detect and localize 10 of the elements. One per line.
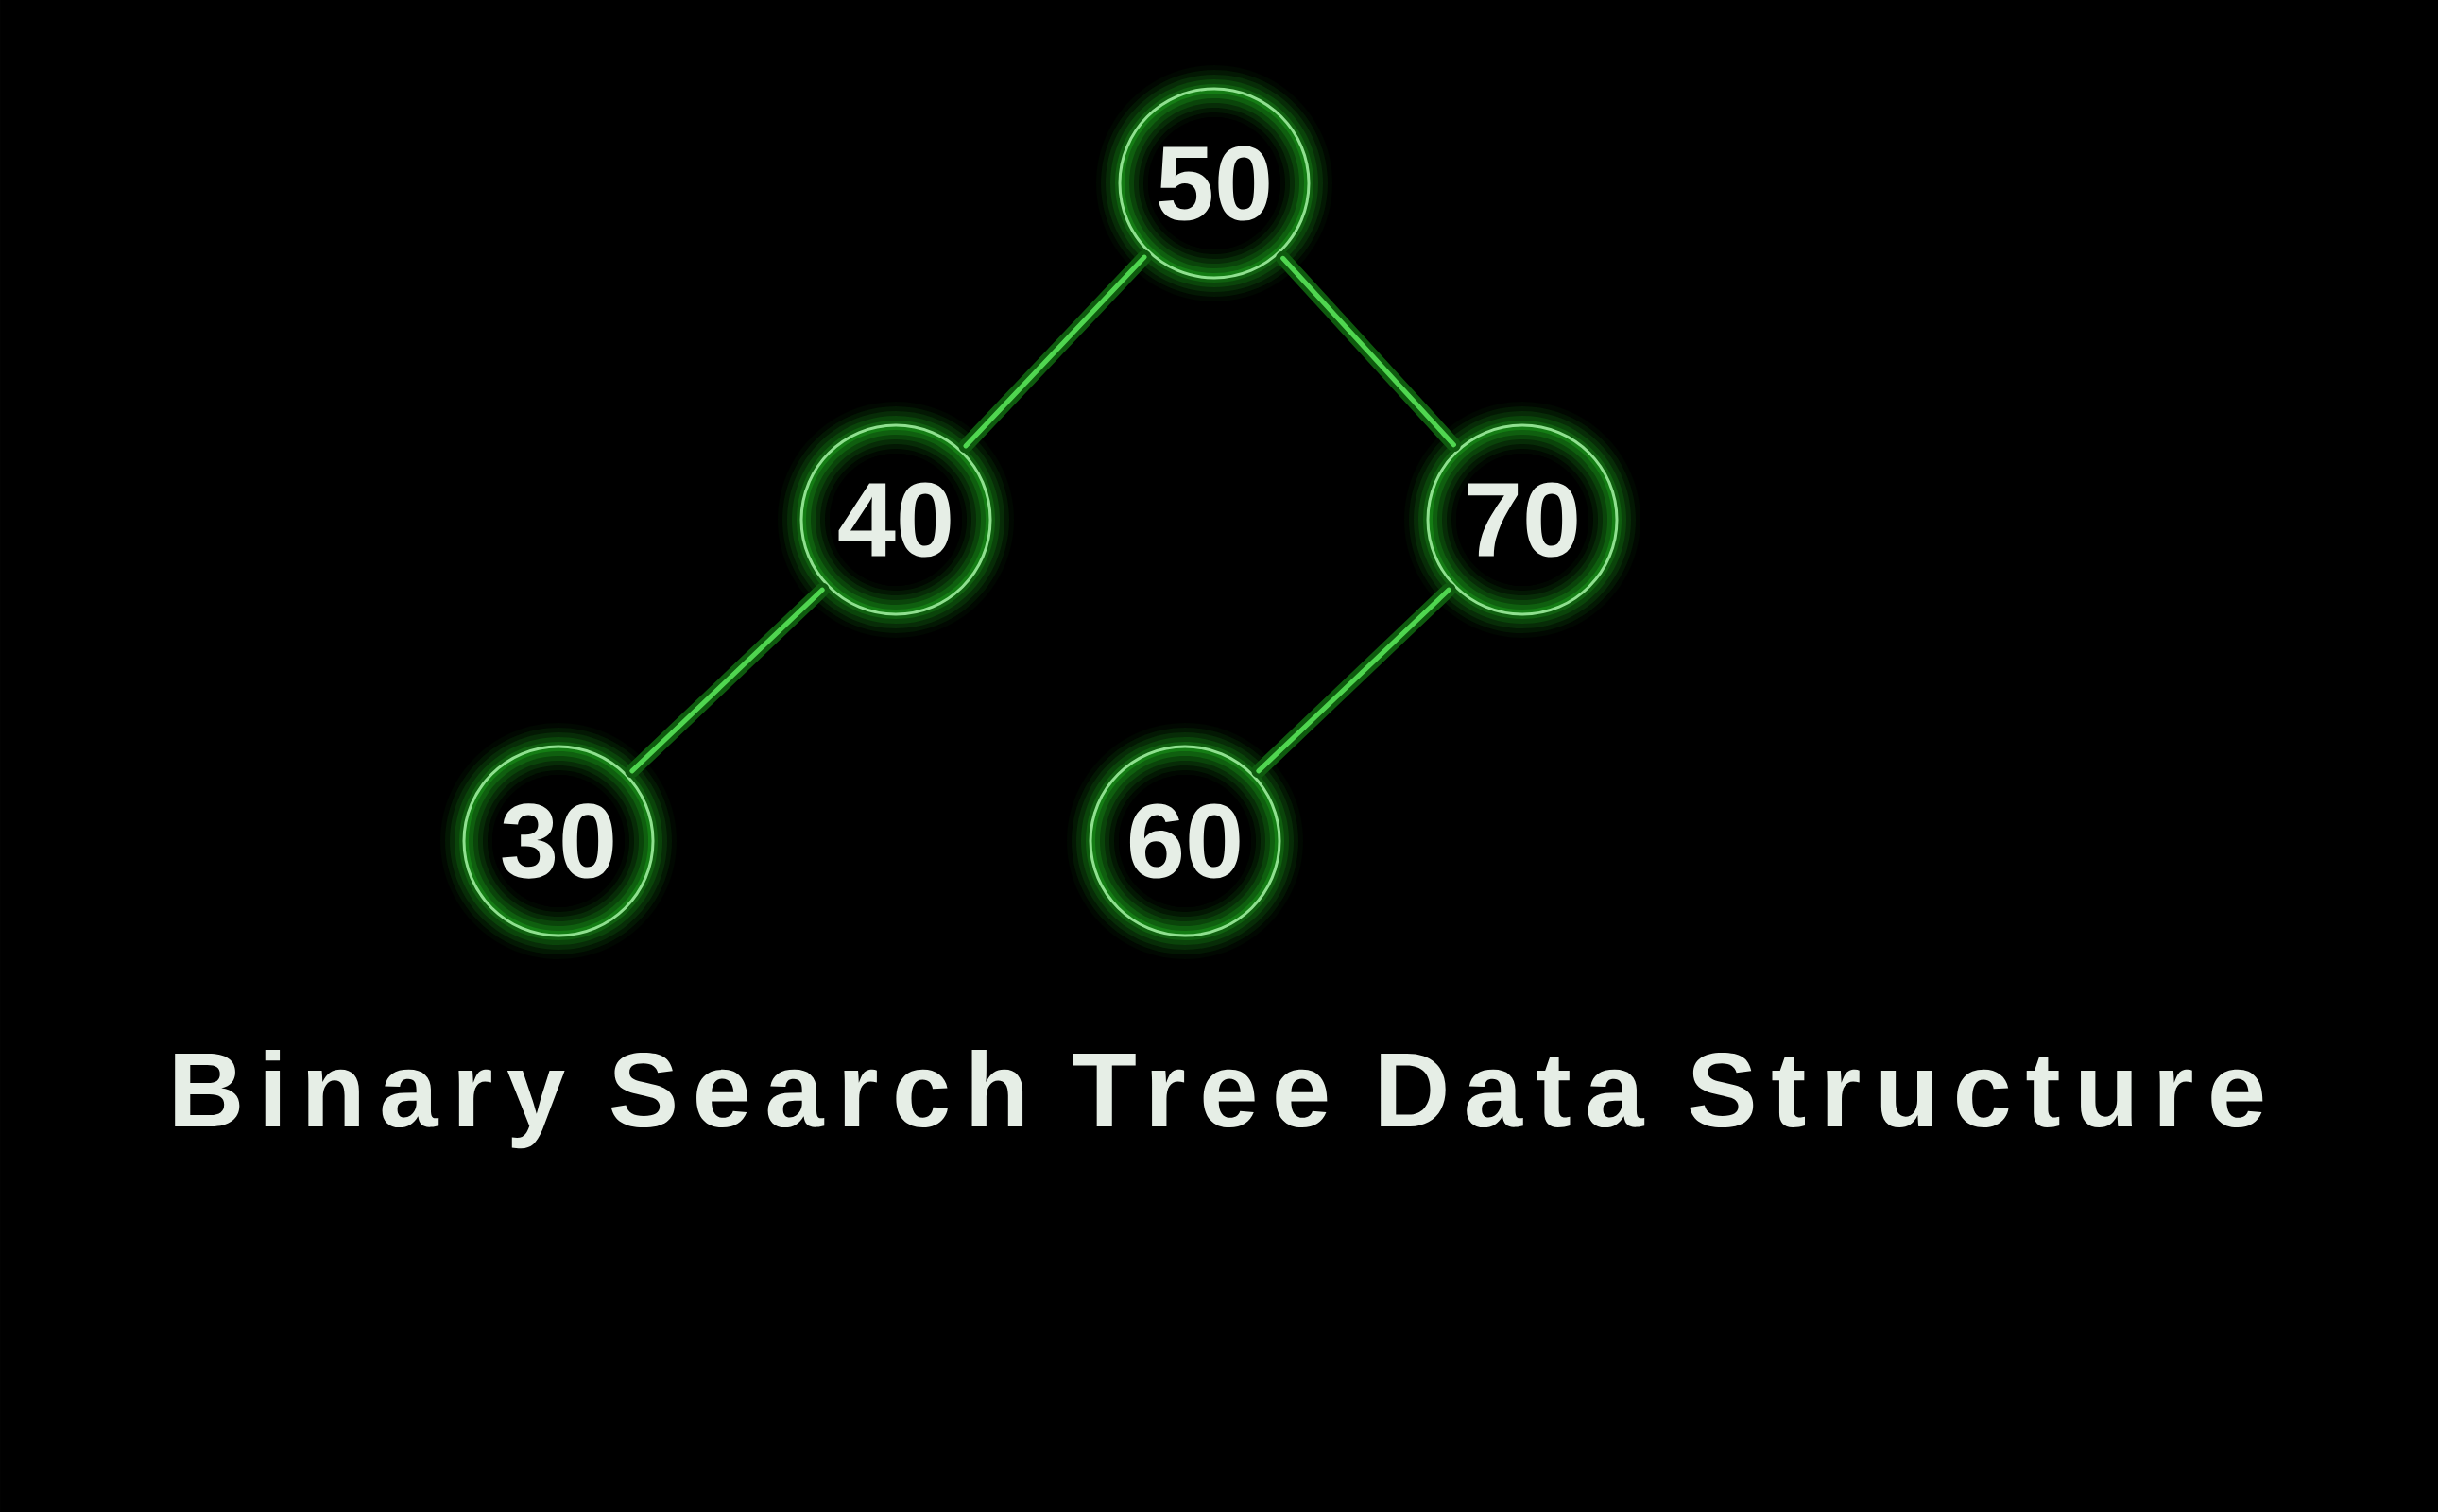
tree-node: 50 xyxy=(1091,60,1337,306)
connector-line xyxy=(625,582,830,779)
tree-node: 40 xyxy=(773,397,1019,643)
connector-line xyxy=(1251,582,1456,779)
tree-node: 70 xyxy=(1399,397,1645,643)
tree-node: 30 xyxy=(436,718,681,964)
title: Binary Search Tree Data Structure xyxy=(175,1050,2263,1149)
tree-node: 60 xyxy=(1062,718,1308,964)
connector-line xyxy=(1276,250,1461,453)
connector-line xyxy=(958,249,1152,454)
